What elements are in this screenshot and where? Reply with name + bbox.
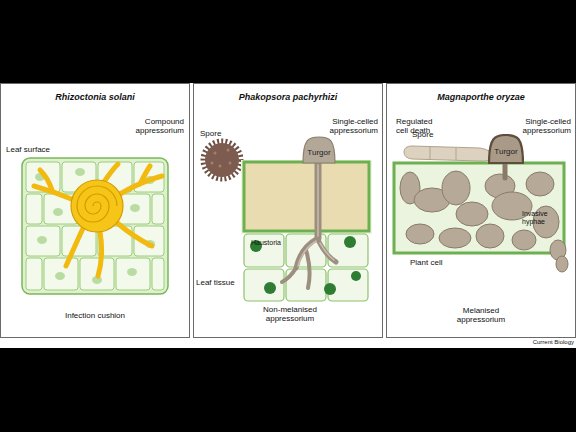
structure-label: Non-melanised appressorium — [240, 305, 340, 323]
region-label: Leaf tissue — [196, 278, 256, 287]
phakopsora-illustration — [203, 141, 372, 301]
magnaporthe-illustration — [394, 146, 568, 272]
turgor-label: Turgor — [302, 148, 336, 157]
journal-watermark: Current Biology — [480, 339, 574, 346]
appressorium-shape — [489, 135, 523, 163]
appressorium-dome: Turgor — [488, 134, 524, 164]
structure-label: Melanised appressorium — [441, 306, 521, 324]
panel-title: Magnaporthe oryzae — [387, 92, 575, 102]
turgor-label: Turgor — [488, 147, 524, 156]
structure-label: Single-celled appressorium — [314, 117, 378, 135]
appressorium-shape — [303, 137, 335, 163]
appressorium-dome: Turgor — [302, 136, 336, 164]
panel-title: Phakopsora pachyrhizi — [194, 92, 382, 102]
structure-label: Invasive hyphae — [522, 210, 560, 226]
spore-label: Spore — [200, 129, 240, 138]
panel-title: Rhizoctonia solani — [1, 92, 189, 102]
structure-label: Compound appressorium — [120, 117, 184, 135]
white-panel-area — [0, 83, 576, 348]
structure-label: Single-celled appressorium — [507, 117, 571, 135]
structure-label: Infection cushion — [45, 311, 145, 320]
region-label: Plant cell — [410, 258, 470, 267]
spore-label: Spore — [412, 130, 452, 139]
region-label: Leaf surface — [6, 145, 66, 154]
structure-label: Haustoria — [251, 239, 293, 247]
leaf-surface-illustration — [22, 158, 168, 294]
